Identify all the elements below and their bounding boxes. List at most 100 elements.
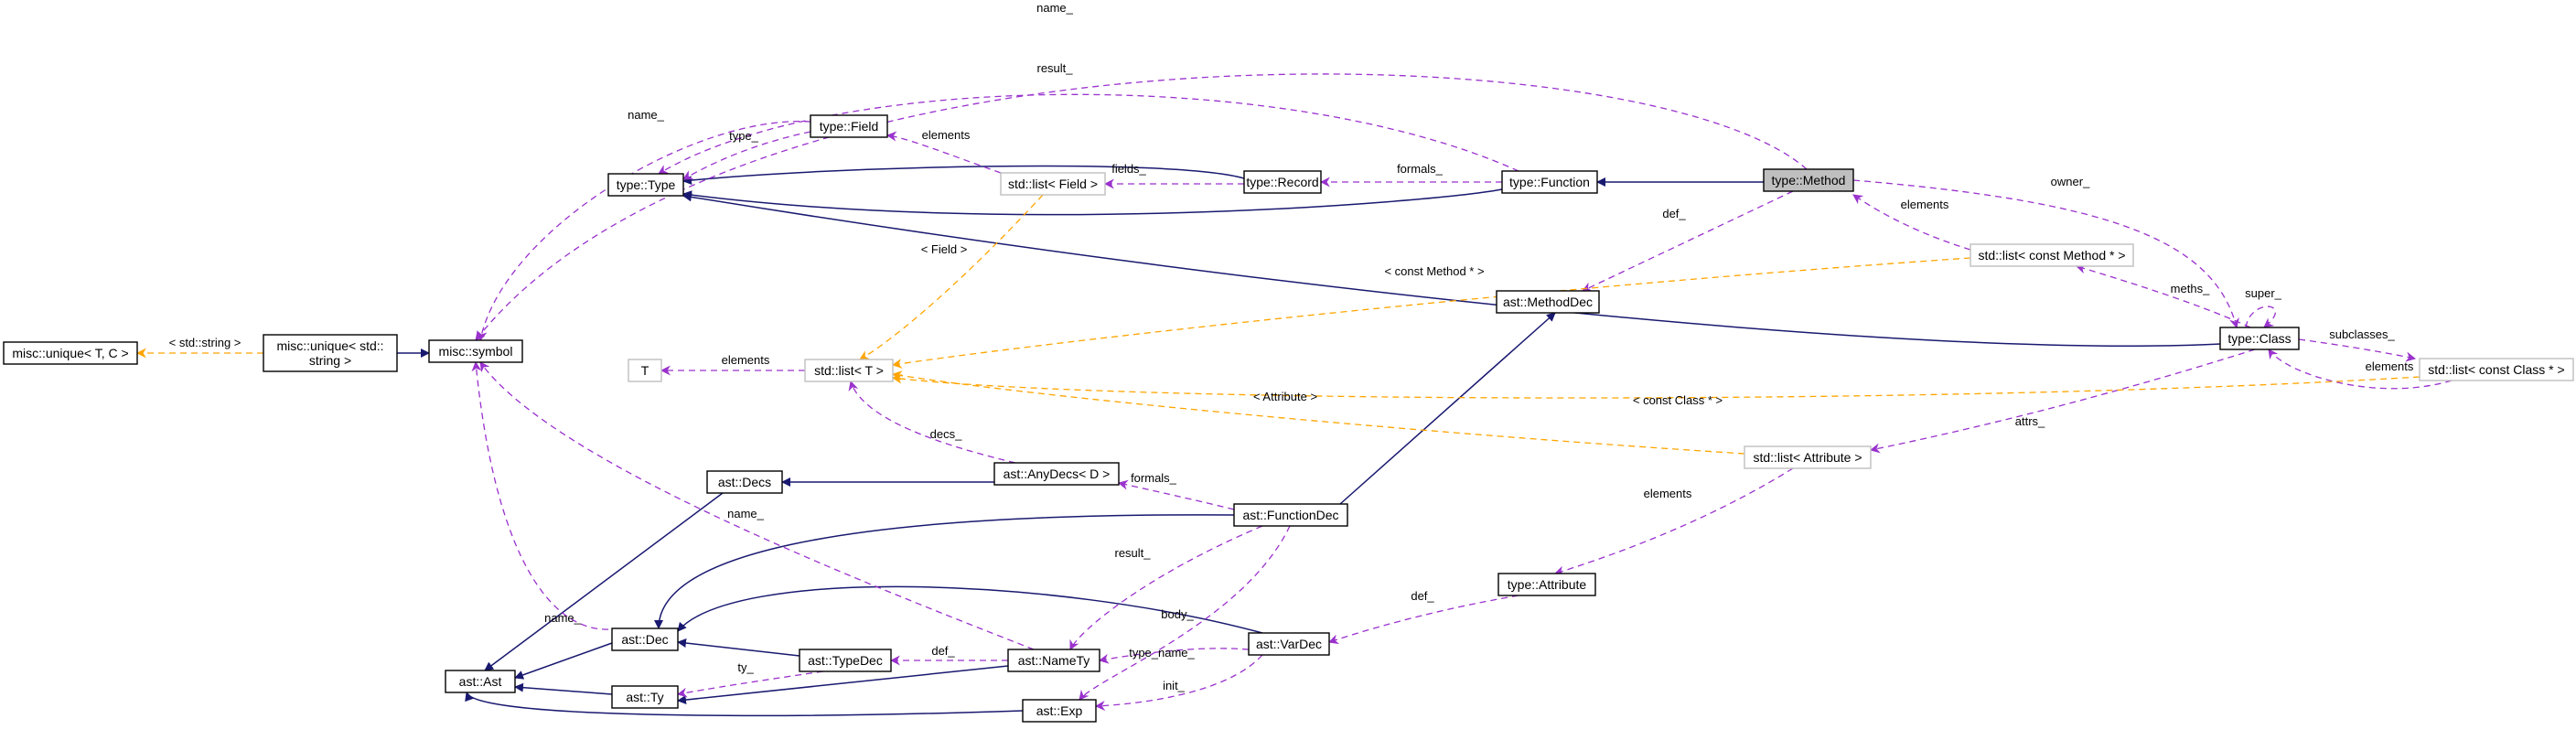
node-method[interactable]: type::Method <box>1763 168 1854 192</box>
node-type[interactable]: type::Type <box>607 173 684 197</box>
edge-field-type <box>682 131 811 180</box>
edge-class-attrs <box>1869 349 2256 454</box>
edge-listConstMethod-listT <box>891 257 1971 369</box>
edge-functionDec-methodDec <box>1339 312 1556 505</box>
node-box-functionDec <box>1233 503 1348 527</box>
node-dec[interactable]: ast::Dec <box>611 627 679 651</box>
node-decs[interactable]: ast::Decs <box>706 470 783 494</box>
node-box-varDec <box>1248 632 1330 656</box>
edge-label-functionDec-body: body_ <box>1161 607 1194 621</box>
node-anyDecs[interactable]: ast::AnyDecs< D > <box>993 462 1120 486</box>
node-exp[interactable]: ast::Exp <box>1022 699 1097 723</box>
edge-label-class-meths: meths_ <box>2171 282 2210 295</box>
node-typeDec[interactable]: ast::TypeDec <box>799 649 892 672</box>
edge-label-listConstClass-elements: elements <box>2366 359 2414 373</box>
node-box-attribute <box>1497 573 1596 596</box>
node-label-uniqueStr: string > <box>309 353 351 368</box>
edge-label-function-result: result_ <box>1036 61 1073 75</box>
node-box-dec <box>611 627 679 651</box>
node-functionDec[interactable]: ast::FunctionDec <box>1233 503 1348 527</box>
edge-label-method-name: name_ <box>1036 1 1074 15</box>
node-record[interactable]: type::Record <box>1243 170 1322 194</box>
node-label-methodDec: ast::MethodDec <box>1503 295 1593 309</box>
node-label-listField: std::list< Field > <box>1008 177 1098 191</box>
node-ast[interactable]: ast::Ast <box>445 670 516 693</box>
edge-label-field-name: name_ <box>628 108 665 122</box>
edge-varDec-typeName <box>1098 648 1250 664</box>
node-function[interactable]: type::Function <box>1501 170 1598 194</box>
node-nameTy[interactable]: ast::NameTy <box>1007 649 1100 672</box>
node-listField[interactable]: std::list< Field > <box>1000 172 1106 196</box>
edge-listConstClass-listT <box>891 373 2420 399</box>
edge-label-listAttribute-elements: elements <box>1644 487 1692 500</box>
node-label-field: type::Field <box>820 119 879 134</box>
node-ty[interactable]: ast::Ty <box>611 685 679 709</box>
node-label-typeDec: ast::TypeDec <box>808 653 883 668</box>
node-box-field <box>810 114 888 138</box>
edge-label-nameTy-def: def_ <box>931 644 955 658</box>
edge-label-typeDec-ty: ty_ <box>737 660 754 674</box>
nodes-layer: type::Methodtype::Functiontype::Recordty… <box>3 114 2574 723</box>
node-box-class <box>2219 327 2300 350</box>
node-box-typeDec <box>799 649 892 672</box>
node-box-listT <box>804 359 894 382</box>
edge-label-varDec-init: init_ <box>1163 679 1186 692</box>
edge-typeDec-ty <box>676 670 824 698</box>
node-box-record <box>1243 170 1322 194</box>
edge-label-function-formals: formals_ <box>1397 162 1444 176</box>
edge-function-result <box>658 93 1519 175</box>
edge-label-record-fields: fields_ <box>1111 162 1146 176</box>
node-label-ast: ast::Ast <box>459 674 502 689</box>
edge-nameTy-ty <box>677 665 1009 705</box>
edge-label-attribute-def: def_ <box>1411 589 1434 603</box>
node-listConstMethod[interactable]: std::list< const Method * > <box>1970 243 2134 267</box>
edge-label-method-owner: owner_ <box>2051 175 2090 188</box>
node-listT[interactable]: std::list< T > <box>804 359 894 382</box>
node-box-type <box>607 173 684 197</box>
edge-label-listConstMethod-listT: < const Method * > <box>1384 264 1484 278</box>
node-uniqueStr[interactable]: misc::unique< std::string > <box>263 334 398 372</box>
edge-labels-layer: name_ result_ name_ type_ elements fields_ for… <box>169 1 2414 692</box>
edge-label-symbol-uniqueStr: < std::string > <box>169 336 242 349</box>
edge-anyDecs-decs-use <box>848 380 1016 464</box>
node-box-uniqueStr <box>263 334 398 372</box>
node-varDec[interactable]: ast::VarDec <box>1248 632 1330 656</box>
node-label-record: type::Record <box>1246 175 1318 189</box>
edge-label-nameTy-name: name_ <box>727 507 765 520</box>
edge-label-class-attrs: attrs_ <box>2015 414 2045 428</box>
edge-method-def <box>1582 190 1794 292</box>
node-attribute[interactable]: type::Attribute <box>1497 573 1596 596</box>
edge-label-method-def: def_ <box>1662 207 1686 220</box>
edge-method-name <box>475 73 1808 341</box>
node-listAttribute[interactable]: std::list< Attribute > <box>1744 445 1872 469</box>
edge-label-varDec-typeName: type_name_ <box>1129 646 1195 660</box>
node-label-function: type::Function <box>1509 175 1590 189</box>
node-listConstClass[interactable]: std::list< const Class * > <box>2419 358 2574 381</box>
node-label-attribute: type::Attribute <box>1508 577 1587 592</box>
edge-function-type <box>682 188 1503 216</box>
edge-dec-name <box>471 360 620 630</box>
node-T[interactable]: T <box>628 359 662 382</box>
edge-functionDec-result <box>1069 525 1263 650</box>
edge-class-meths <box>2075 263 2251 328</box>
edge-label-listT-elements: elements <box>722 353 770 367</box>
edge-label-listConstClass-listT: < const Class * > <box>1633 393 1723 407</box>
node-methodDec[interactable]: ast::MethodDec <box>1496 290 1600 314</box>
edge-label-listAttribute-listT: < Attribute > <box>1253 390 1317 403</box>
edge-label-class-super: super_ <box>2245 286 2282 300</box>
node-label-T: T <box>641 363 649 378</box>
edge-label-field-type: type_ <box>729 129 759 143</box>
edge-label-listField-elements: elements <box>922 128 971 142</box>
node-box-methodDec <box>1496 290 1600 314</box>
node-symbol[interactable]: misc::symbol <box>428 339 523 363</box>
node-field[interactable]: type::Field <box>810 114 888 138</box>
node-label-listConstClass: std::list< const Class * > <box>2428 362 2564 377</box>
node-uniqueTC[interactable]: misc::unique< T, C > <box>3 341 138 365</box>
edge-decs-ast <box>484 492 724 671</box>
node-box-T <box>628 359 662 382</box>
node-class[interactable]: type::Class <box>2219 327 2300 350</box>
edge-listField-elements <box>886 131 1002 174</box>
edge-varDec-init <box>1094 654 1263 712</box>
node-label-nameTy: ast::NameTy <box>1018 653 1090 668</box>
node-label-method: type::Method <box>1772 173 1846 188</box>
